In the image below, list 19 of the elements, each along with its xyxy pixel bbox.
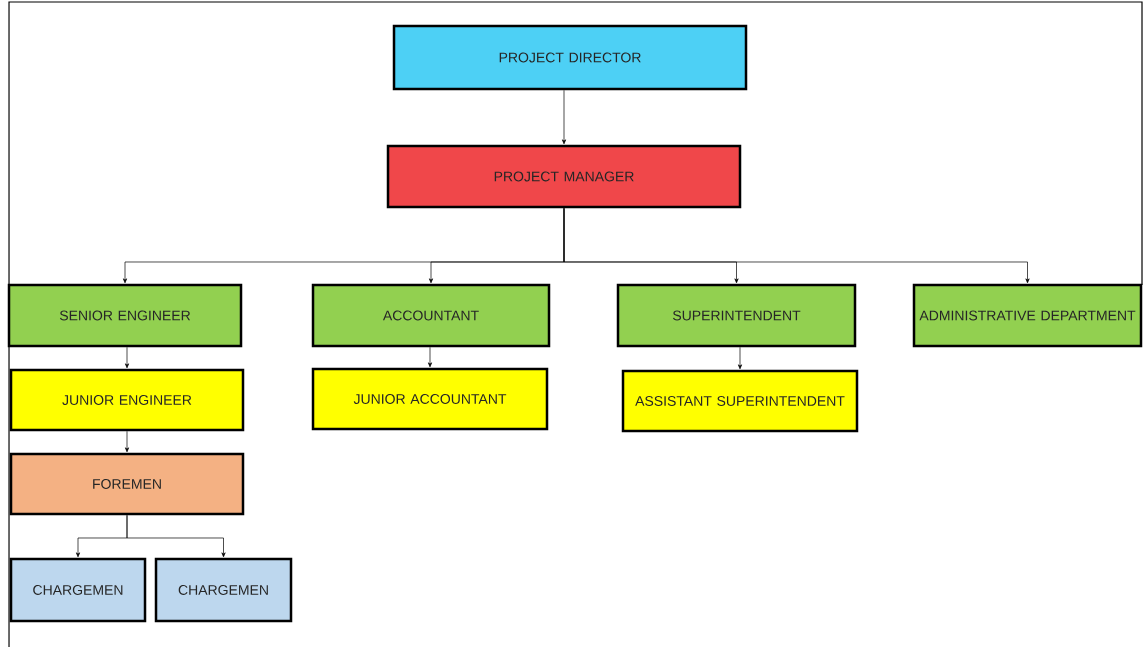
org-box: CHARGEMEN bbox=[154, 557, 293, 623]
org-box: SUPERINTENDENT bbox=[616, 283, 857, 348]
arrow bbox=[427, 346, 433, 368]
org-box: PROJECT DIRECTOR bbox=[392, 24, 748, 91]
arrow bbox=[737, 346, 743, 370]
org-box: FOREMEN bbox=[9, 452, 245, 516]
org-box: ADMINISTRATIVE DEPARTMENT bbox=[912, 283, 1143, 348]
arrow bbox=[126, 514, 226, 558]
org-box: CHARGEMEN bbox=[9, 557, 147, 623]
arrow bbox=[124, 430, 130, 453]
org-box: JUNIOR ACCOUNTANT bbox=[311, 367, 549, 431]
org-box: ASSISTANT SUPERINTENDENT bbox=[621, 369, 859, 433]
org-box: ACCOUNTANT bbox=[311, 283, 551, 348]
arrow bbox=[124, 346, 130, 369]
org-box: SENIOR ENGINEER bbox=[7, 283, 243, 348]
arrow bbox=[563, 207, 1030, 284]
arrow bbox=[561, 89, 567, 145]
org-box: JUNIOR ENGINEER bbox=[9, 368, 245, 432]
org-box: PROJECT MANAGER bbox=[386, 144, 742, 209]
